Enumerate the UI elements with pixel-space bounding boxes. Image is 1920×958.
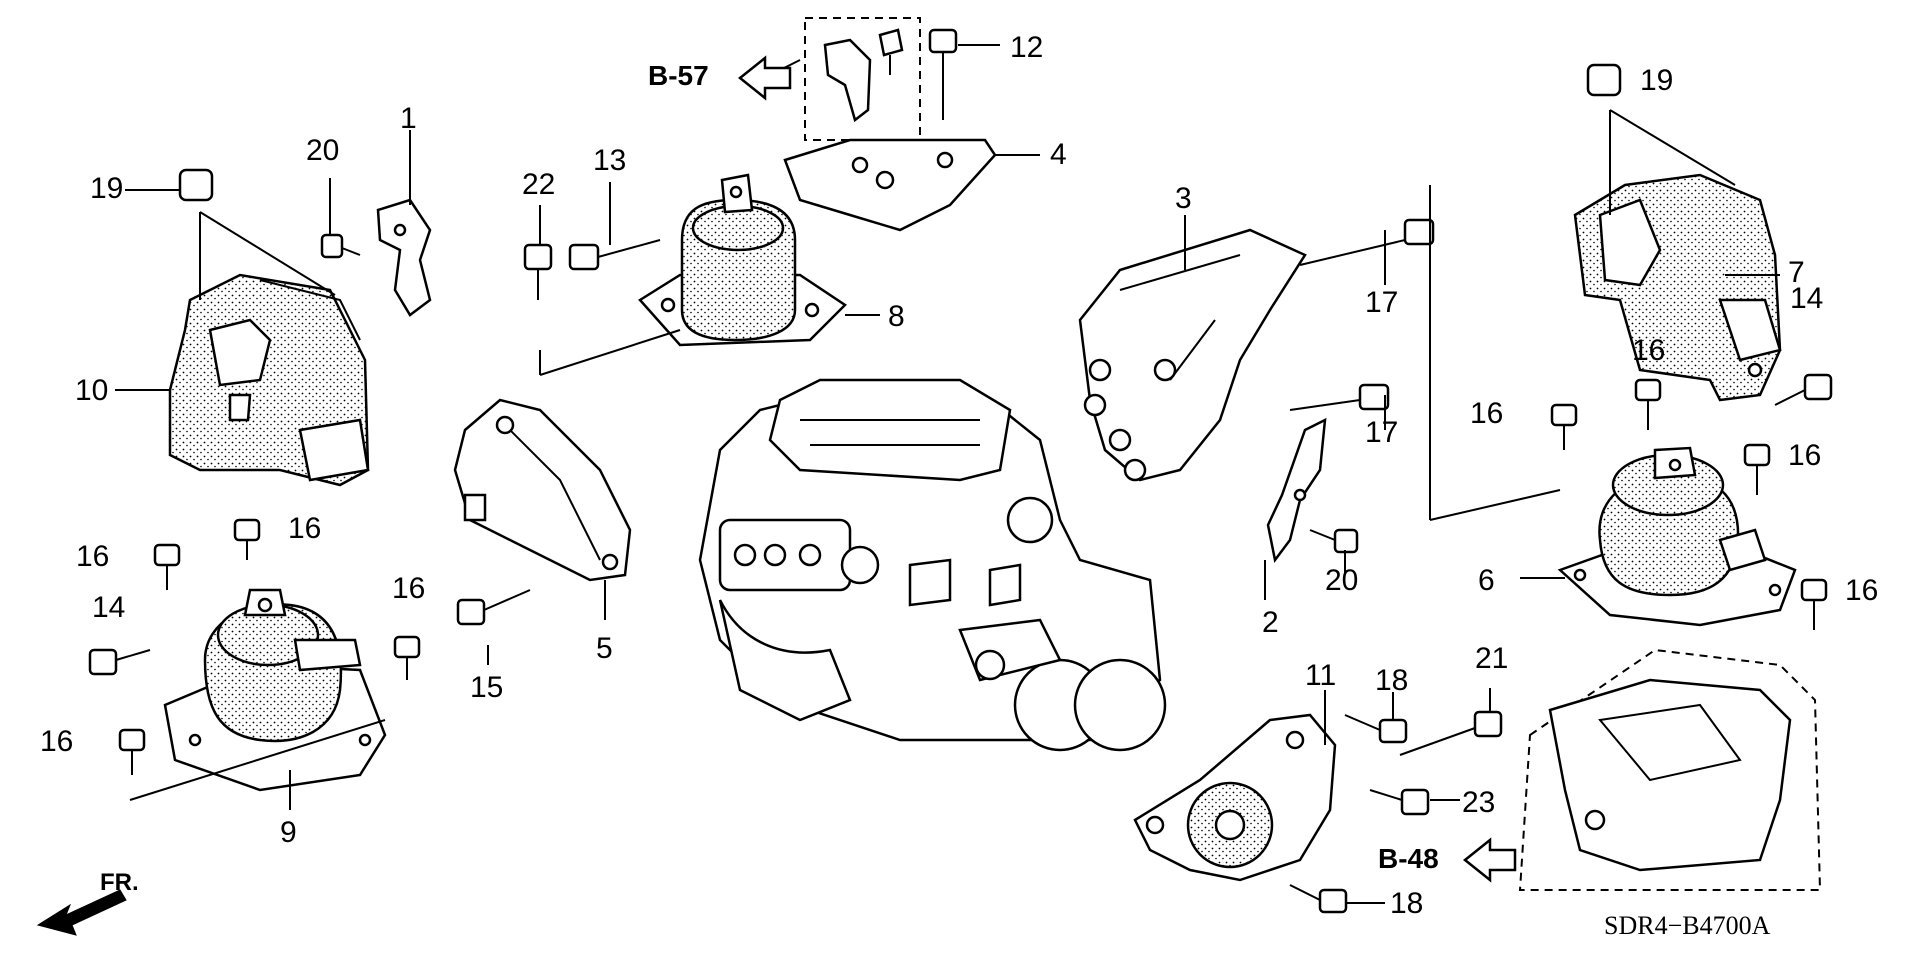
subframe-inset (1518, 648, 1822, 891)
callout-15: 15 (470, 671, 503, 704)
engine-illustration (698, 378, 1167, 752)
callout-9: 9 (280, 816, 297, 849)
callout-19-left: 19 (90, 172, 123, 205)
callout-16-h: 16 (1845, 574, 1878, 607)
callout-3: 3 (1175, 182, 1192, 215)
front-label: FR. (100, 869, 139, 896)
diagram-code: SDR4−B4700A (1604, 911, 1771, 940)
callout-2: 2 (1262, 606, 1279, 639)
callout-16-e: 16 (1470, 397, 1503, 430)
part-6-mount (1557, 446, 1797, 627)
leader-lines (115, 44, 1780, 904)
callout-7: 7 (1788, 256, 1805, 289)
callout-22: 22 (522, 168, 555, 201)
callout-12: 12 (1010, 31, 1043, 64)
part-3-bracket (1078, 228, 1307, 482)
b48-arrow (1462, 837, 1517, 883)
callout-5: 5 (596, 632, 613, 665)
part-10-stopper (168, 273, 370, 487)
part-2-bracket (1266, 417, 1327, 563)
callout-14-right: 14 (1790, 282, 1823, 315)
fasteners (88, 28, 1833, 914)
callout-11: 11 (1305, 659, 1336, 692)
part-5-bracket (453, 398, 632, 582)
callout-6: 6 (1478, 564, 1495, 597)
callout-16-c: 16 (392, 572, 425, 605)
callout-21: 21 (1475, 642, 1508, 675)
callout-19-right: 19 (1640, 64, 1673, 97)
callout-10: 10 (75, 374, 108, 407)
part-4-bracket (783, 138, 997, 232)
callout-16-d: 16 (40, 725, 73, 758)
callout-18-top: 18 (1375, 664, 1408, 697)
callout-16-a: 16 (76, 540, 109, 573)
callout-17-bottom: 17 (1365, 416, 1398, 449)
part-8-mount (638, 173, 847, 347)
callout-14-left: 14 (92, 591, 125, 624)
callout-16-b: 16 (288, 512, 321, 545)
callout-13: 13 (593, 144, 626, 177)
part-9-mount (163, 588, 387, 792)
callout-16-f: 16 (1632, 334, 1665, 367)
front-arrow-icon (36, 889, 127, 936)
b57-arrow (737, 55, 792, 101)
callout-20-left: 20 (306, 134, 339, 167)
callout-17-top: 17 (1365, 286, 1398, 319)
callout-23: 23 (1462, 786, 1495, 819)
callout-1: 1 (400, 102, 417, 135)
part-11-mount (1133, 713, 1337, 882)
callout-16-g: 16 (1788, 439, 1821, 472)
callout-4: 4 (1050, 138, 1067, 171)
b57-inset (804, 17, 921, 141)
part-1-bracket (376, 198, 432, 317)
part-7-stopper (1573, 173, 1782, 402)
ref-b48: B-48 (1378, 843, 1439, 874)
callout-20-right: 20 (1325, 564, 1358, 597)
callout-18-bottom: 18 (1390, 887, 1423, 920)
ref-b57: B-57 (648, 60, 709, 91)
callout-8: 8 (888, 300, 905, 333)
